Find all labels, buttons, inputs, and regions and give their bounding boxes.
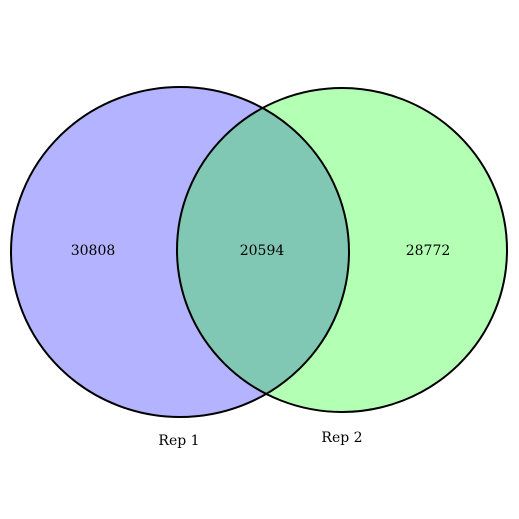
count-intersection: 20594 [240, 243, 285, 259]
set-outline-rep2 [176, 87, 508, 413]
intersection-region [177, 88, 349, 412]
count-only-rep2: 28772 [406, 243, 451, 259]
set-outline-rep1 [10, 86, 350, 418]
set-label-rep2: Rep 2 [321, 430, 362, 446]
count-only-rep1: 30808 [71, 243, 116, 259]
set-label-rep1: Rep 1 [158, 433, 199, 449]
